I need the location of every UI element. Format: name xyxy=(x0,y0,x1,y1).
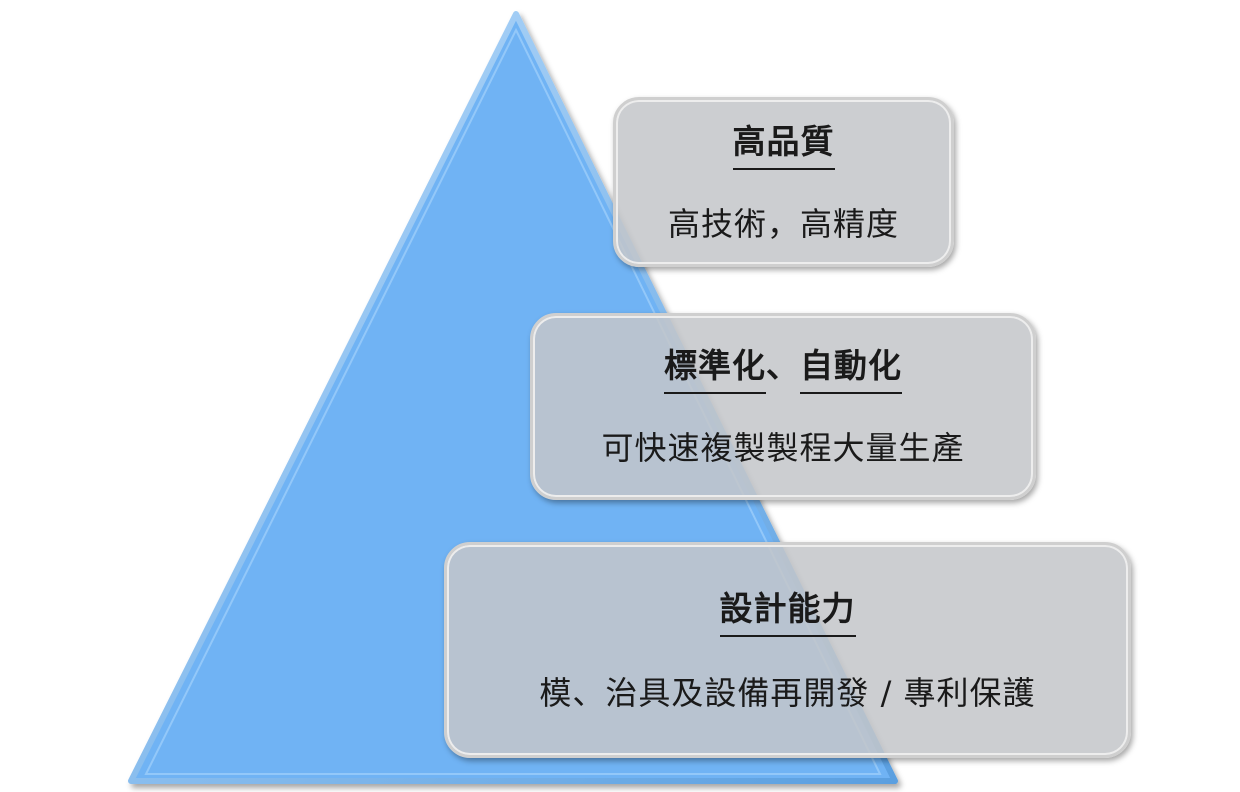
level-description: 可快速複製製程大量生產 xyxy=(601,429,965,467)
level-description: 模、治具及設備再開發 / 專利保護 xyxy=(539,674,1036,712)
level-title: 高品質 xyxy=(616,122,951,170)
level-title-separator: 、 xyxy=(766,346,800,385)
level-title: 設計能力 xyxy=(447,589,1128,637)
level-box-design: 設計能力 模、治具及設備再開發 / 專利保護 xyxy=(444,542,1131,758)
level-box-standardization: 標準化、自動化 可快速複製製程大量生產 xyxy=(530,313,1036,500)
level-title: 標準化、自動化 xyxy=(533,346,1033,394)
level-title-text: 設計能力 xyxy=(719,589,856,637)
level-title-text: 高品質 xyxy=(732,122,835,170)
level-box-quality: 高品質 高技術，高精度 xyxy=(613,97,954,267)
level-title-text-standardization: 標準化 xyxy=(664,346,766,394)
level-title-text-automation: 自動化 xyxy=(800,346,902,394)
level-description: 高技術，高精度 xyxy=(667,205,899,243)
